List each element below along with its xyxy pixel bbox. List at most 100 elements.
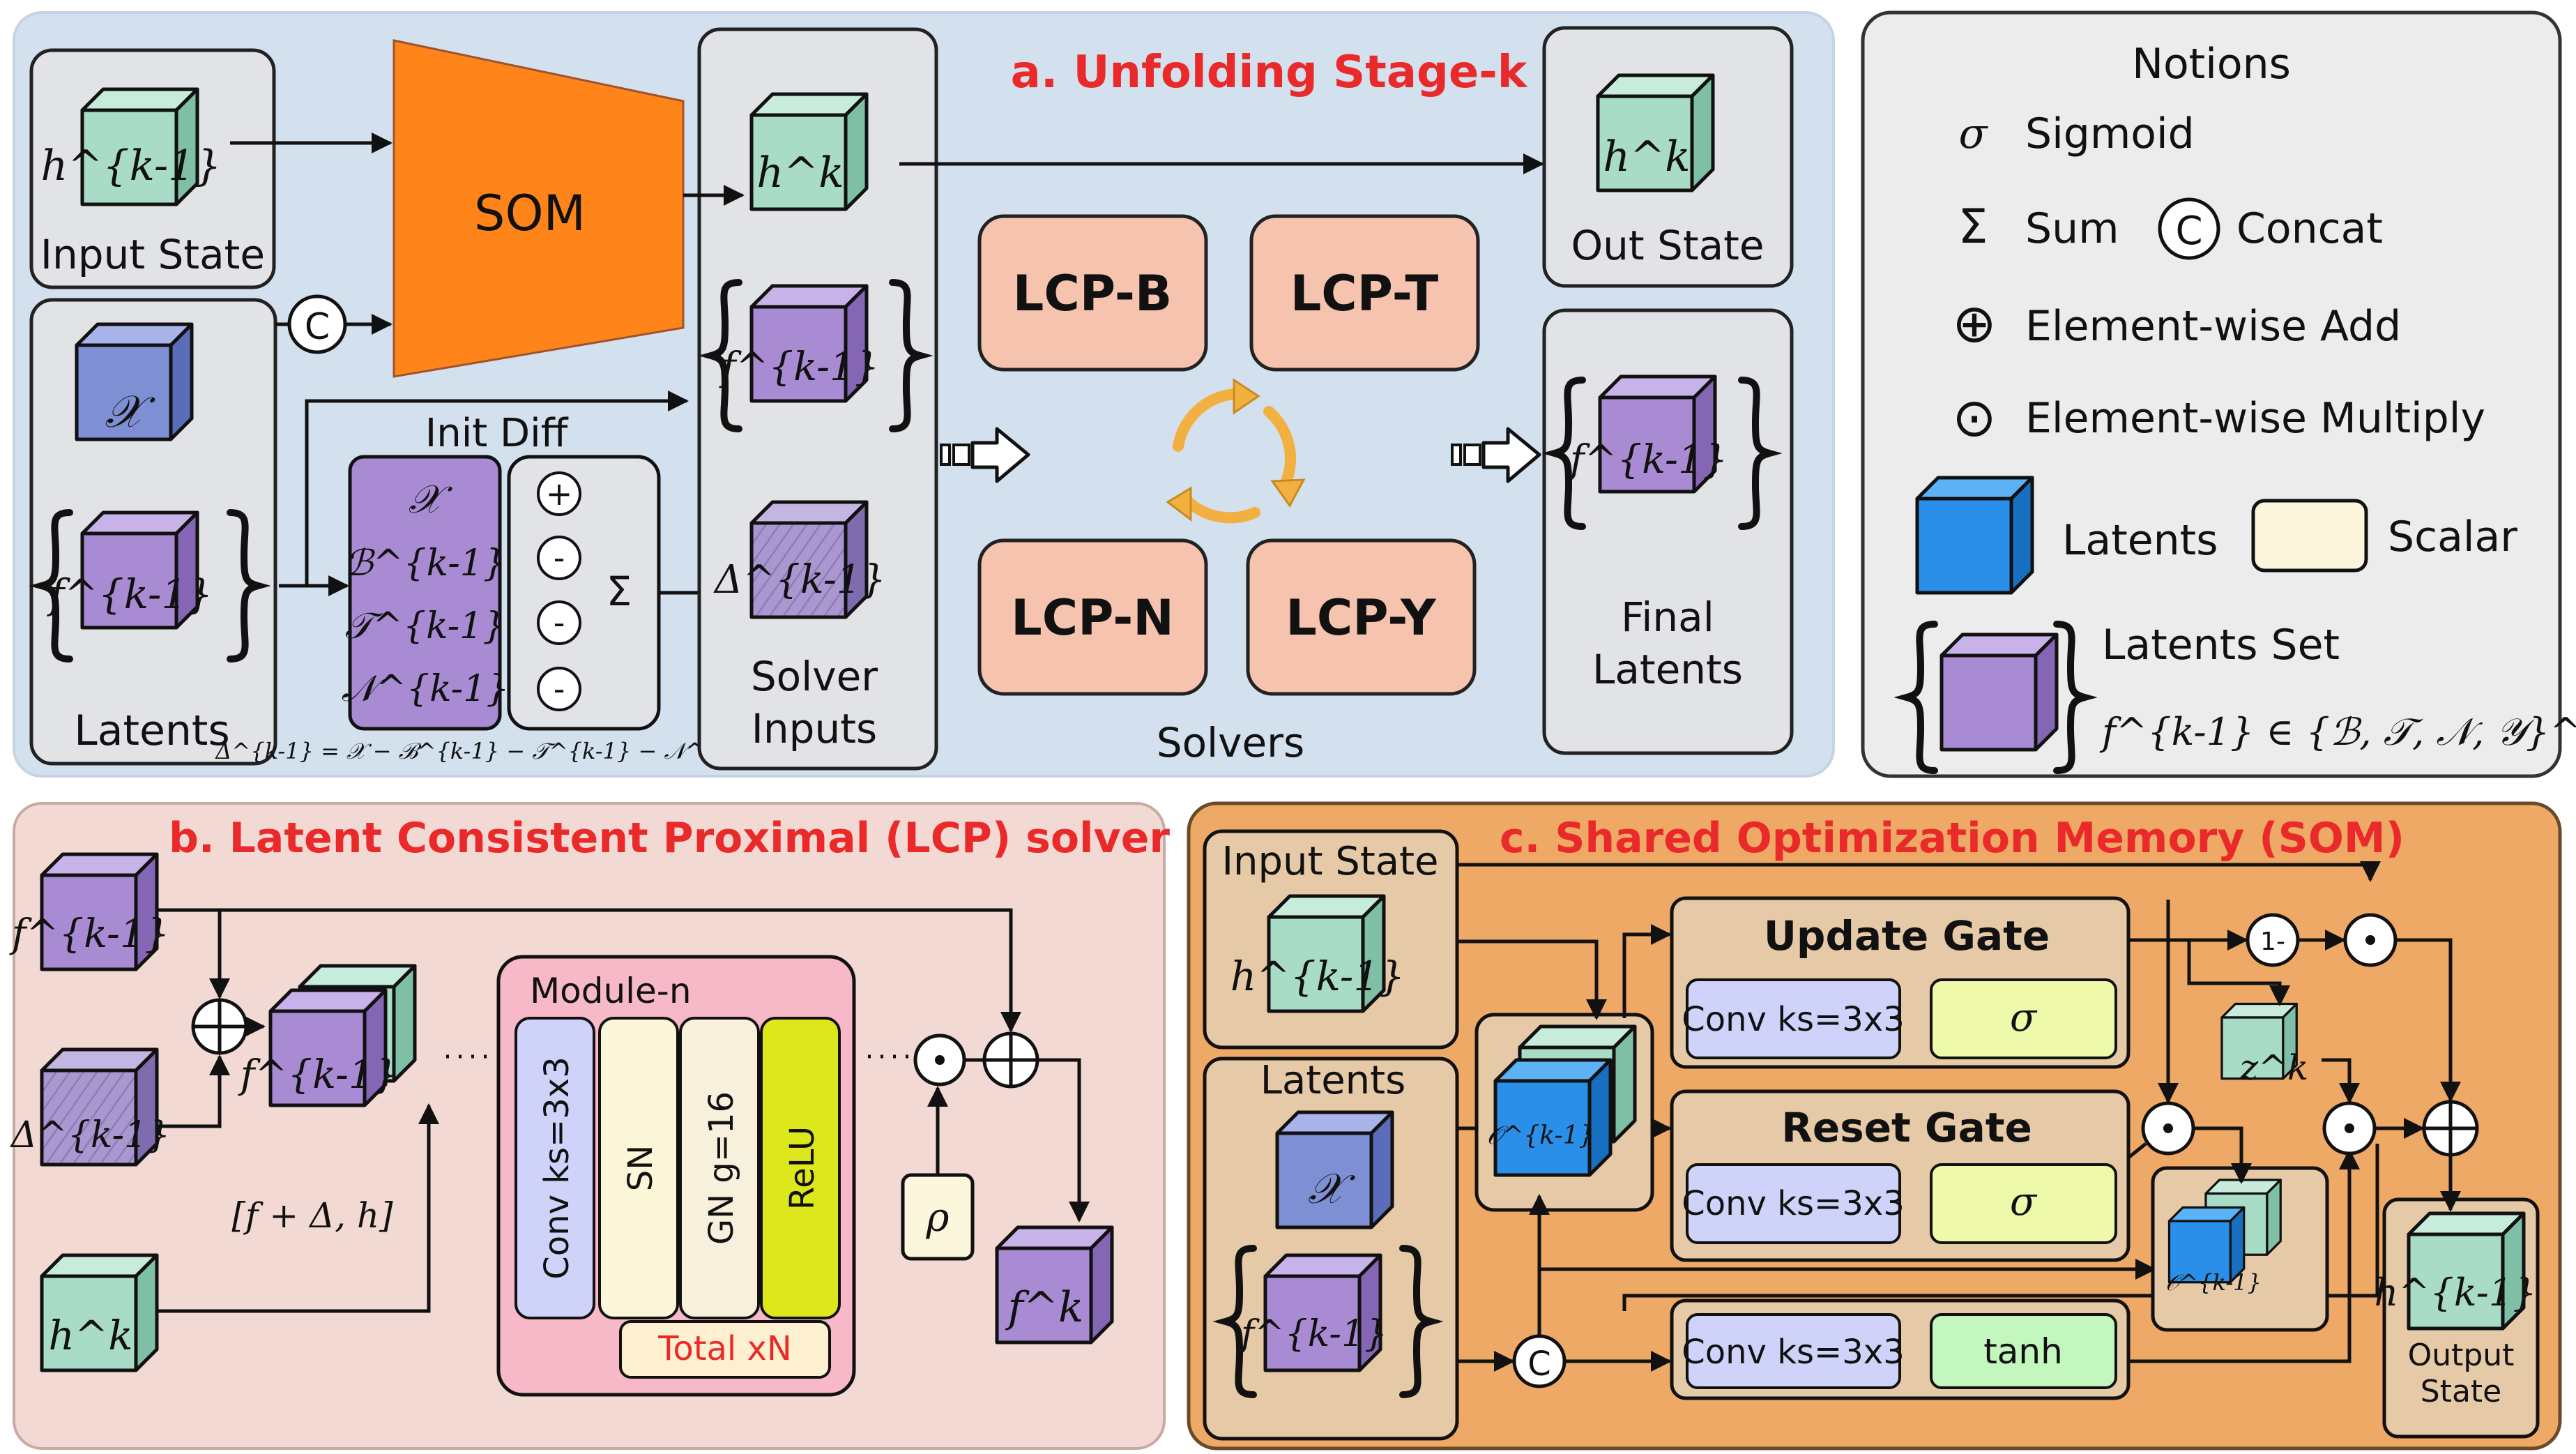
c-concat-cube-label: 𝒪^{k-1}	[1487, 1121, 1595, 1150]
scalar-legend-box	[2251, 499, 2368, 573]
concat-notion-symbol: C	[2175, 209, 2202, 254]
update-conv	[1686, 978, 1901, 1059]
c-line-reset-to-mul	[2127, 1142, 2147, 1159]
solver-delta-label: Δ^{k-1}	[713, 557, 886, 603]
solver-lcp-b	[977, 214, 1208, 372]
b-delta-label: Δ^{k-1}	[10, 1114, 171, 1156]
layer-conv-label: Conv ks=3x3	[538, 1057, 577, 1279]
tanh-conv	[1686, 1313, 1901, 1389]
solver-inputs-label-1: Solver	[751, 653, 878, 700]
c-arrow-z-to-mul	[2322, 1058, 2360, 1104]
concat-notion-circle	[2158, 197, 2220, 260]
c-arrow-mul-to-add	[2395, 938, 2461, 1103]
c-mul-dot-reset	[2163, 1123, 2173, 1133]
init-term-1: ℬ^{k-1}	[344, 543, 506, 584]
c-mul-dot-top	[2365, 935, 2375, 945]
solvers-label: Solvers	[1157, 719, 1305, 766]
tanh-box	[1930, 1313, 2117, 1389]
c-arrow-tanh-out	[2128, 1149, 2360, 1363]
panel-c-title: c. Shared Optimization Memory (SOM)	[1500, 814, 2404, 863]
reset-conv-label: Conv ks=3x3	[1682, 1184, 1904, 1223]
input-state-label: Input State	[40, 231, 265, 278]
sum-notion-label: Sum	[2025, 204, 2119, 253]
reset-sigma-label: σ	[2010, 1179, 2038, 1225]
init-term-3: 𝒩^{k-1}	[342, 668, 510, 710]
add-notion-label: Element-wise Add	[2025, 302, 2401, 351]
b-arrow-skip	[157, 908, 1021, 1033]
init-ops-box	[507, 455, 661, 731]
input-state-cube-label: h^{k-1}	[40, 142, 221, 190]
b-f-label: f^{k-1}	[9, 911, 169, 957]
solver-h-label: h^k	[756, 149, 844, 197]
module-title: Module-n	[530, 971, 692, 1011]
update-sigma-label: σ	[2010, 995, 2038, 1040]
solver-lcp-t-label: LCP-T	[1290, 265, 1439, 322]
solver-lcp-n	[977, 538, 1208, 696]
c-latent-set-label: f^{k-1}	[1238, 1313, 1387, 1355]
sum-symbol: Σ	[607, 568, 632, 615]
sigmoid-symbol: σ	[1959, 109, 1989, 158]
multiply-notion-label: Element-wise Multiply	[2025, 394, 2485, 443]
solver-lcp-y	[1246, 538, 1477, 696]
update-gate-title: Update Gate	[1764, 912, 2050, 960]
reset-sigma	[1930, 1163, 2117, 1244]
update-conv-label: Conv ks=3x3	[1682, 1000, 1904, 1039]
scalar-legend-label: Scalar	[2388, 513, 2517, 561]
latents-legend-cube	[1917, 478, 2032, 593]
sigmoid-label: Sigmoid	[2025, 109, 2195, 158]
rho-label: ρ	[926, 1195, 950, 1241]
add-notion-symbol: ⊕	[1952, 292, 1997, 354]
b-multiply-dot	[935, 1055, 945, 1065]
c-input-cube-label: h^{k-1}	[1230, 953, 1405, 1000]
op-symbol-1: -	[554, 539, 565, 577]
b-arrow-delta-to-add	[157, 1054, 230, 1128]
final-latents-label-1: Final	[1621, 593, 1714, 641]
c-o2-label: 𝒪^{k-1}	[2165, 1269, 2262, 1296]
c-arrow-input-to-mul	[1457, 861, 2381, 882]
op-circle-1	[537, 536, 581, 580]
som-block	[393, 39, 685, 378]
init-terms-box	[348, 455, 502, 731]
b-concat-label: [f + Δ, h]	[231, 1195, 393, 1236]
solver-f-label: f^{k-1}	[719, 344, 879, 390]
c-mul-dot-z	[2345, 1123, 2354, 1133]
z-label: z^k	[2239, 1047, 2309, 1088]
b-arrow-h-to-cube	[157, 1103, 439, 1313]
c-input-state-label: Input State	[1221, 839, 1438, 884]
layer-gn-label: GN g=16	[702, 1091, 741, 1245]
b-mid-label: f^{k-1}	[238, 1052, 398, 1098]
op-symbol-3: -	[554, 670, 565, 708]
c-output-label-1: Output	[2408, 1338, 2515, 1373]
final-latents-label-2: Latents	[1592, 646, 1743, 693]
solver-inputs-label-2: Inputs	[752, 705, 877, 752]
notions-title: Notions	[2132, 40, 2291, 89]
op-symbol-0: +	[546, 475, 573, 513]
init-ops: + - - -	[537, 471, 581, 711]
c-output-label-2: State	[2421, 1374, 2501, 1409]
solver-lcp-y-label: LCP-Y	[1286, 589, 1437, 646]
latents-legend-label: Latents	[2062, 516, 2218, 565]
solver-lcp-b-label: LCP-B	[1013, 265, 1172, 322]
c-concat-symbol: C	[1527, 1345, 1551, 1384]
latents-set-legend-cube	[1942, 635, 2057, 750]
c-latents-label: Latents	[1260, 1058, 1406, 1103]
total-label: Total xN	[657, 1329, 792, 1368]
tanh-label: tanh	[1983, 1331, 2063, 1372]
c-output-cube-label: h^{k-1}	[2374, 1271, 2536, 1315]
b-arrow-to-out	[1037, 1058, 1090, 1222]
som-label: SOM	[474, 185, 586, 242]
concat-notion-label: Concat	[2236, 204, 2383, 253]
init-term-2: 𝒯^{k-1}	[345, 605, 506, 647]
layer-sn-label: SN	[621, 1145, 660, 1191]
layer-sn	[598, 1017, 679, 1319]
reset-gate-title: Reset Gate	[1781, 1104, 2032, 1151]
panel-b-title: b. Latent Consistent Proximal (LCP) solv…	[169, 814, 1170, 863]
panel-c: c. Shared Optimization Memory (SOM) Inpu…	[1187, 801, 2562, 1451]
notions-background	[1861, 10, 2562, 778]
reset-conv	[1686, 1163, 1901, 1244]
op-circle-0	[537, 471, 581, 516]
latents-set-legend-label: Latents Set	[2102, 621, 2340, 669]
delta-equation: Δ^{k-1} = 𝒳 − ℬ^{k-1} − 𝒯^{k-1} − 𝒩^{k-1…	[214, 738, 767, 764]
arrow-latents-to-solver-f	[279, 391, 689, 588]
cycle-arrows-icon	[1166, 378, 1306, 524]
